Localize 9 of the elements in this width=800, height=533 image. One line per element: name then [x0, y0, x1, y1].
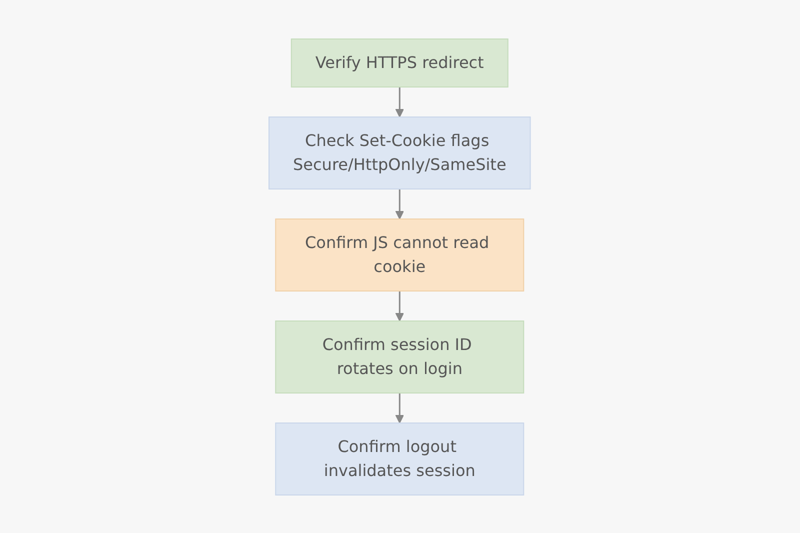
- arrow: [396, 188, 404, 219]
- arrow: [396, 86, 404, 117]
- node-box: Verify HTTPS redirect: [291, 38, 509, 87]
- node-box: Confirm JS cannot read cookie: [276, 218, 524, 291]
- arrow: [396, 290, 404, 321]
- node-box: Check Set-Cookie flags Secure/HttpOnly/SameSite: [268, 116, 532, 189]
- node-box: Confirm logout invalidates session: [276, 422, 524, 495]
- node-box: Confirm session ID rotates on login: [276, 320, 524, 393]
- arrow: [396, 392, 404, 423]
